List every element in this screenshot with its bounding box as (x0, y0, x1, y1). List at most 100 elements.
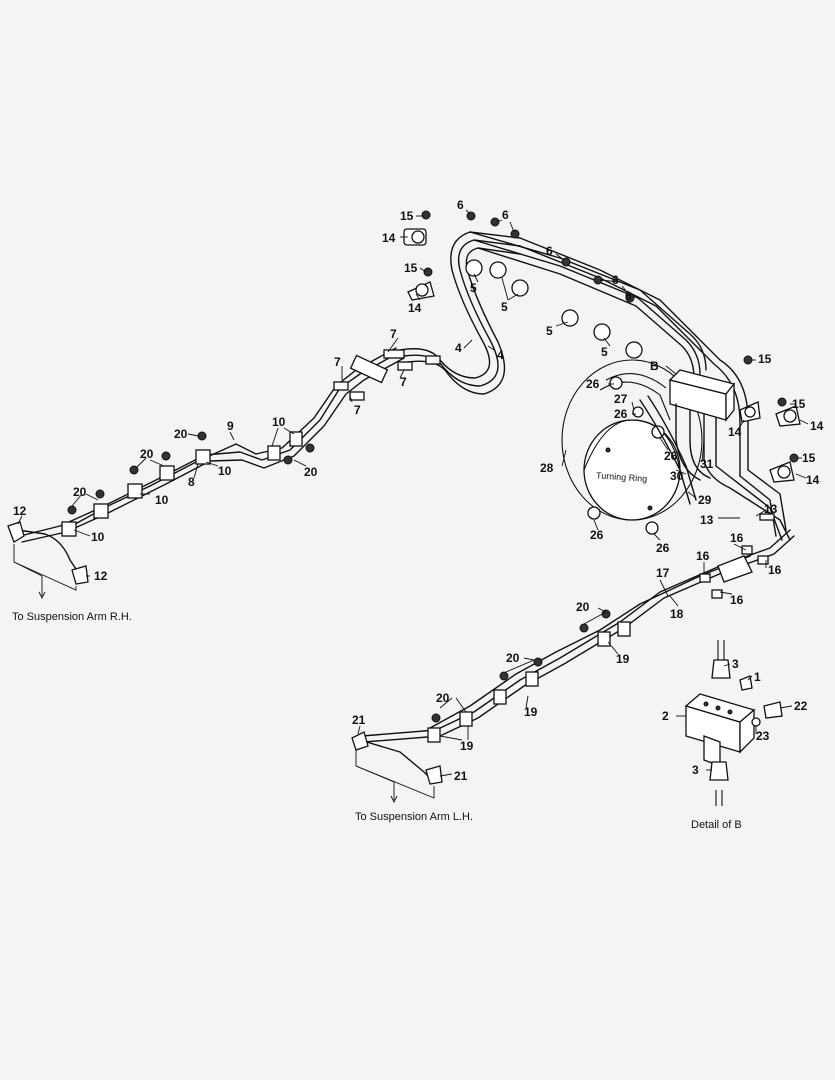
callout-28: 28 (540, 461, 554, 475)
turning-ring-label: Turning Ring (596, 470, 648, 484)
callout-21b: 21 (454, 769, 468, 783)
nut-6a (466, 211, 476, 221)
callout-23: 23 (756, 729, 770, 743)
callout-5a: 5 (470, 281, 477, 295)
callout-14b: 14 (408, 301, 422, 315)
callout-12b: 12 (94, 569, 108, 583)
callout-7a: 7 (390, 327, 397, 341)
nut-6b (490, 217, 500, 227)
callout-21a: 21 (352, 713, 366, 727)
callout-18: 18 (670, 607, 684, 621)
clip-5a (465, 259, 483, 277)
callout-16c: 16 (768, 563, 782, 577)
callout-20d: 20 (73, 485, 87, 499)
fittings-7 (333, 349, 441, 401)
callout-6c: 6 (546, 244, 553, 258)
callout-29: 29 (698, 493, 712, 507)
clip-5e (593, 323, 611, 341)
callout-13b: 13 (700, 513, 714, 527)
note-suspension-rh: To Suspension Arm R.H. (12, 611, 132, 623)
callout-15a: 15 (400, 209, 414, 223)
bolt-15b (423, 267, 433, 277)
elbows-12 (7, 521, 89, 585)
turning-ring (561, 359, 703, 535)
callout-30: 30 (670, 469, 684, 483)
callout-20b: 20 (304, 465, 318, 479)
clamp-14d (775, 405, 801, 427)
nut-6c (510, 229, 520, 239)
clip-5b (489, 261, 507, 279)
callout-9: 9 (227, 419, 234, 433)
callout-12a: 12 (13, 504, 27, 518)
callout-26a: 26 (586, 377, 600, 391)
callout-19b: 19 (524, 705, 538, 719)
callout-31: 31 (700, 457, 714, 471)
callout-20c: 20 (140, 447, 154, 461)
callout-27: 27 (614, 392, 628, 406)
callout-20f: 20 (506, 651, 520, 665)
manifold-block-b (639, 369, 791, 541)
callout-15c: 15 (758, 352, 772, 366)
callout-5b: 5 (501, 300, 508, 314)
callout-5c: 5 (546, 324, 553, 338)
callout-16d: 16 (730, 593, 744, 607)
callout-1: 1 (754, 670, 761, 684)
callout-16a: 16 (696, 549, 710, 563)
callout-10d: 10 (91, 530, 105, 544)
clip-5c (511, 279, 529, 297)
right-clamps (739, 355, 801, 483)
callout-14a: 14 (382, 231, 396, 245)
callout-3a: 3 (732, 657, 739, 671)
callout-22: 22 (794, 699, 808, 713)
lh-arm-leader (355, 750, 435, 804)
callout-20a: 20 (174, 427, 188, 441)
detail-b-drawing (684, 640, 783, 806)
callout-15d: 15 (792, 397, 806, 411)
left-run-clamps (61, 431, 315, 537)
note-detail-b: Detail of B (691, 819, 742, 831)
rh-arm-leader (13, 544, 77, 600)
callout-6b: 6 (502, 208, 509, 222)
callout-14c: 14 (728, 425, 742, 439)
clamp-14e (769, 461, 795, 483)
callout-7d: 7 (354, 403, 361, 417)
callout-20e: 20 (576, 600, 590, 614)
callout-26e: 26 (656, 541, 670, 555)
callout-6a: 6 (457, 198, 464, 212)
callout-b: B (650, 359, 659, 373)
leader-lines (17, 209, 809, 777)
callout-15b: 15 (404, 261, 418, 275)
callout-19a: 19 (616, 652, 630, 666)
callout-8: 8 (188, 475, 195, 489)
callout-7c: 7 (400, 375, 407, 389)
elbows-21 (351, 731, 443, 785)
callout-7b: 7 (334, 355, 341, 369)
callout-10a: 10 (272, 415, 286, 429)
clamp-14b (407, 281, 435, 301)
callout-14e: 14 (806, 473, 820, 487)
nut-6f (625, 293, 635, 303)
callout-10c: 10 (155, 493, 169, 507)
callout-4a: 4 (455, 341, 462, 355)
callout-26c: 26 (664, 449, 678, 463)
upper-rail-clamps (403, 210, 643, 359)
note-suspension-lh: To Suspension Arm L.H. (355, 811, 473, 823)
text-notes: B Turning Ring To Suspension Arm R.H. To… (12, 359, 742, 831)
callout-26b: 26 (614, 407, 628, 421)
callout-16b: 16 (730, 531, 744, 545)
fitting-block-16 (699, 513, 775, 599)
clamp-14c (739, 401, 761, 423)
callout-17: 17 (656, 566, 670, 580)
callout-20g: 20 (436, 691, 450, 705)
callout-13a: 13 (764, 502, 778, 516)
clip-5f (625, 341, 643, 359)
callout-4b: 4 (497, 348, 504, 362)
callout-19c: 19 (460, 739, 474, 753)
bolt-15a (421, 210, 431, 220)
callout-15e: 15 (802, 451, 816, 465)
callout-2: 2 (662, 709, 669, 723)
callout-6e: 6 (625, 289, 632, 303)
callout-10b: 10 (218, 464, 232, 478)
part-number-labels: 15 14 15 14 6 6 6 6 6 5 5 5 5 4 4 7 7 7 … (13, 198, 824, 783)
